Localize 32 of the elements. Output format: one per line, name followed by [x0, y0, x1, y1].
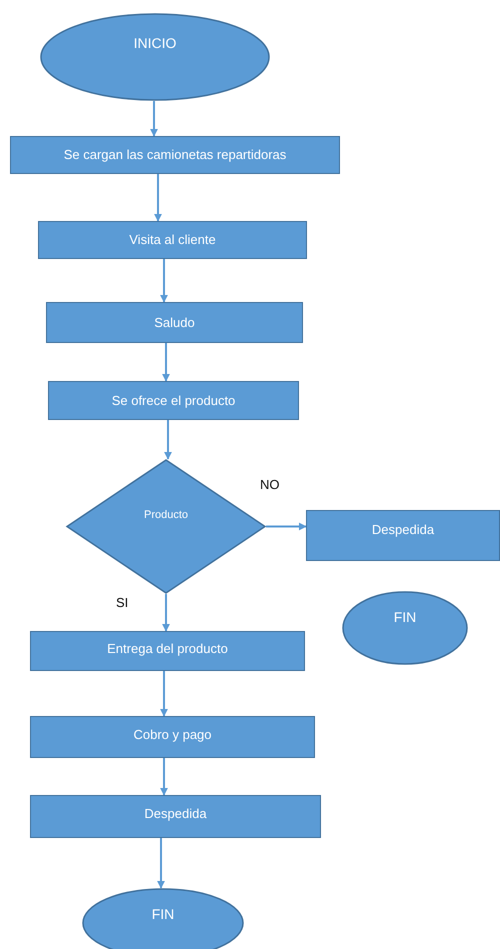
step-label: Visita al cliente — [129, 232, 216, 248]
process-box — [10, 136, 340, 174]
process-box — [30, 631, 305, 671]
process-box — [30, 795, 321, 838]
step-label: Despedida — [144, 806, 207, 822]
step-label: Cobro y pago — [133, 727, 212, 743]
step-label: Producto — [144, 509, 188, 522]
terminal-ellipse — [342, 591, 468, 665]
step-label: FIN — [152, 906, 174, 923]
arrow — [154, 174, 162, 222]
step-label: Entrega del producto — [107, 641, 228, 657]
step-label: Saludo — [154, 314, 195, 330]
process-box — [306, 510, 500, 561]
step-label: FIN — [394, 609, 416, 626]
arrow — [157, 838, 165, 889]
process-box — [30, 716, 315, 758]
arrow — [162, 594, 170, 632]
step-label: Se cargan las camionetas repartidoras — [64, 147, 286, 163]
arrow — [160, 259, 168, 303]
terminal-ellipse — [40, 13, 270, 101]
arrow — [266, 522, 307, 530]
step-label: Despedida — [372, 522, 434, 538]
step-label: INICIO — [134, 35, 176, 52]
arrow — [162, 343, 170, 382]
arrow — [160, 758, 168, 796]
process-box — [48, 381, 299, 420]
arrow — [160, 671, 168, 717]
process-box — [38, 221, 307, 259]
arrow — [150, 101, 158, 137]
step-label: Se ofrece el producto — [112, 392, 236, 408]
process-box — [46, 302, 303, 343]
arrow — [164, 420, 172, 460]
